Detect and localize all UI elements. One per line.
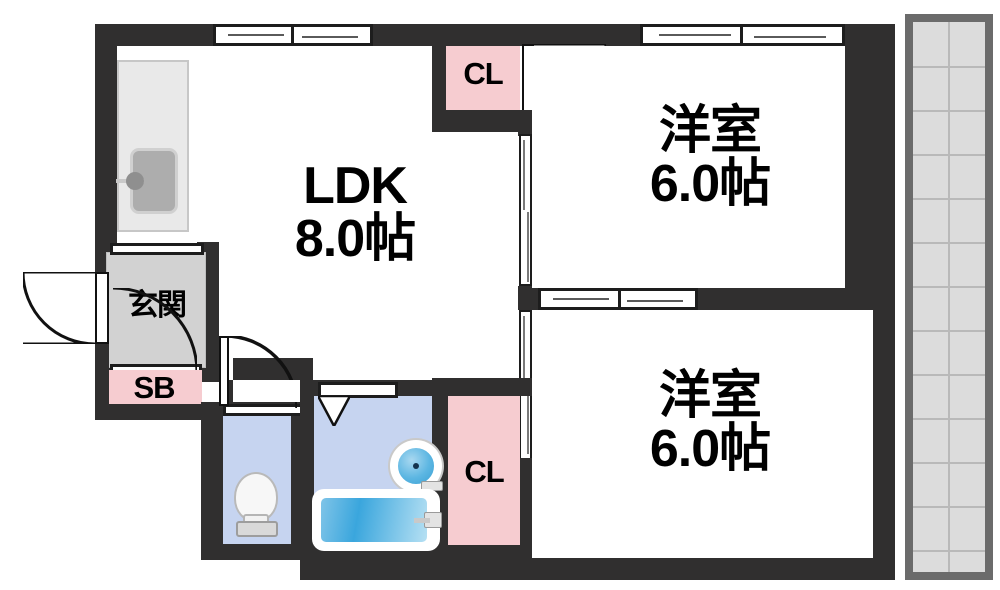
wall-closet-lower-bottom — [432, 545, 532, 560]
label-ldk-name: LDK — [303, 157, 408, 215]
balcony-grid-v — [948, 22, 950, 572]
wall-partition-center-mid — [518, 286, 532, 310]
balcony-grid-h — [913, 462, 985, 464]
wall-partition-center-bottom — [518, 458, 532, 558]
room-bedroom-lower — [532, 310, 873, 558]
balcony-frame-top — [905, 14, 993, 22]
toilet-tank-icon — [236, 521, 278, 537]
kitchen-faucet-head — [126, 172, 144, 190]
balcony-grid-h — [913, 198, 985, 200]
door-leaf-toilet[interactable] — [219, 336, 229, 406]
balcony-grid-h — [913, 242, 985, 244]
wall-closet-lower-top — [432, 378, 532, 396]
label-bedroom-lower: 洋室 6.0帖 — [610, 367, 810, 479]
label-ldk: LDK 8.0帖 — [255, 157, 455, 269]
wall-closet-upper-left — [432, 24, 446, 132]
window-ldk-top-mullion — [291, 24, 294, 46]
bathroom-vent-icon — [315, 394, 353, 429]
balcony-grid-h — [913, 286, 985, 288]
wall-genkan-left-lower — [95, 344, 109, 404]
label-bedroom-lower-size: 6.0帖 — [649, 420, 771, 479]
corridor — [233, 380, 297, 402]
bathroom-door-panel[interactable] — [318, 382, 398, 398]
balcony-grid-h — [913, 154, 985, 156]
balcony-grid-h — [913, 66, 985, 68]
wall-toilet-bottom — [201, 544, 313, 560]
closet-lower — [448, 396, 520, 545]
door-leaf-entrance[interactable] — [95, 272, 109, 344]
balcony-grid-h — [913, 506, 985, 508]
washbasin-drain-icon — [413, 463, 419, 469]
closet-upper — [446, 46, 520, 110]
sliding-door-track-upper-2 — [527, 212, 529, 282]
label-ldk-size: 8.0帖 — [294, 210, 416, 269]
door-swing-genkan-inner — [113, 288, 197, 372]
balcony-frame-right — [985, 14, 993, 580]
balcony-frame-left — [905, 14, 913, 580]
bathtub-icon — [317, 494, 431, 546]
label-bedroom-lower-name: 洋室 — [658, 367, 762, 425]
wall-toilet-left — [201, 402, 223, 560]
label-closet-upper: CL — [463, 56, 503, 91]
sliding-door-track-lower — [523, 316, 525, 384]
balcony-grid-h — [913, 418, 985, 420]
genkan-upper-sill — [110, 243, 204, 255]
exterior-wall-bottom-right — [300, 558, 880, 580]
sliding-door-track-upper — [523, 140, 525, 210]
wall-closet-upper-bottom — [432, 110, 532, 132]
shoe-box — [106, 370, 202, 404]
label-bedroom-upper-name: 洋室 — [658, 102, 762, 160]
balcony-grid-h — [913, 110, 985, 112]
label-closet-lower: CL — [464, 454, 504, 489]
balcony-frame-bottom — [905, 572, 993, 580]
window-bedroom-upper-mullion — [740, 24, 743, 46]
room-bedroom-upper — [532, 46, 845, 294]
wall-bath-left — [300, 380, 314, 560]
balcony-grid-h — [913, 330, 985, 332]
window-between-bedrooms-mullion — [618, 288, 621, 310]
wall-sb-bottom — [95, 404, 219, 420]
balcony-grid-h — [913, 374, 985, 376]
exterior-wall-right-strip — [873, 24, 895, 580]
sliding-door-ldk-bedroom-upper[interactable] — [519, 134, 532, 286]
sliding-door-track-lower-2 — [527, 386, 529, 454]
label-bedroom-upper-size: 6.0帖 — [649, 155, 771, 214]
wall-partition-center-top — [518, 110, 532, 136]
bathtub-spout-icon — [414, 518, 430, 523]
wall-ldk-bottom-right — [233, 358, 313, 380]
toilet-bowl-icon — [234, 472, 278, 522]
door-swing-entrance — [23, 272, 95, 344]
balcony-grid-h — [913, 550, 985, 552]
label-bedroom-upper: 洋室 6.0帖 — [610, 102, 810, 214]
label-shoe-box: SB — [133, 370, 175, 405]
